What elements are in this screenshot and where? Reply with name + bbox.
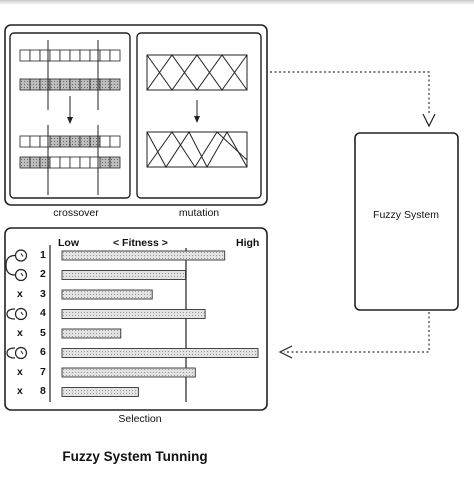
fitness-high-label: High xyxy=(236,237,260,249)
gene-cell xyxy=(69,49,81,62)
chromosome-strip xyxy=(19,49,121,62)
chromosome-strip xyxy=(19,78,121,91)
mutation-panel xyxy=(136,32,262,199)
gene-cell xyxy=(79,156,91,169)
mutation-label: mutation xyxy=(178,207,220,219)
fitness-bar xyxy=(61,367,196,378)
arrow-head-down xyxy=(422,113,436,128)
rank-number: 6 xyxy=(40,346,46,358)
discard-mark: x xyxy=(17,287,23,300)
gene-cell xyxy=(19,135,31,148)
pairing-loop xyxy=(6,347,16,359)
reproduce-icon xyxy=(14,249,28,262)
reproduce-icon-tick xyxy=(20,350,24,355)
pairing-loop xyxy=(5,254,16,276)
crossover-panel xyxy=(9,32,131,199)
gene-cell xyxy=(79,135,91,148)
chromosome-strip xyxy=(19,135,121,148)
membership-functions-after xyxy=(146,130,248,169)
fitness-bar xyxy=(61,289,153,300)
gene-cell xyxy=(79,78,91,91)
rank-number: 8 xyxy=(40,385,46,397)
operators-box xyxy=(4,24,268,206)
crossover-label: crossover xyxy=(53,207,99,219)
rank-number: 5 xyxy=(40,326,46,339)
gene-cell xyxy=(79,49,91,62)
rank-number: 4 xyxy=(40,307,46,319)
gene-cell xyxy=(19,156,31,169)
gene-cell xyxy=(49,49,61,62)
gene-cell xyxy=(19,78,31,91)
fuzzy-system-label: Fuzzy System xyxy=(373,209,439,221)
reproduce-icon xyxy=(14,268,28,282)
gene-cell xyxy=(29,156,41,169)
gene-cell xyxy=(99,156,111,169)
discard-mark: x xyxy=(17,365,23,378)
gene-cell xyxy=(99,49,111,62)
crossover-arrow-head xyxy=(67,117,73,124)
fuzzy-system-box xyxy=(354,132,459,311)
mutation-arrow-head xyxy=(194,116,200,123)
chromosome-strip xyxy=(19,156,121,169)
reproduce-icon-tick xyxy=(20,253,24,257)
gene-cell xyxy=(109,49,121,62)
selection-panel xyxy=(4,227,268,411)
reproduce-icon xyxy=(14,307,28,321)
arrow-operators-to-fuzzy xyxy=(270,71,430,114)
gene-cell xyxy=(29,49,41,62)
gene-cell xyxy=(69,156,81,169)
fitness-bar xyxy=(61,250,226,261)
selection-rows xyxy=(61,250,259,397)
gene-cell xyxy=(59,156,71,169)
gene-cell xyxy=(59,49,71,62)
selection-label: Selection xyxy=(118,413,162,425)
arrow-fuzzy-to-selection xyxy=(284,312,430,353)
fitness-bar xyxy=(61,348,259,358)
gene-cell xyxy=(59,78,71,91)
top-edge xyxy=(0,0,474,5)
gene-cell xyxy=(109,78,121,91)
gene-cell xyxy=(99,135,111,148)
gene-cell xyxy=(99,78,111,91)
gene-cell xyxy=(49,78,61,91)
diagram-caption: Fuzzy System Tunning xyxy=(62,449,208,464)
fitness-label: < Fitness > xyxy=(113,237,168,249)
fitness-bar xyxy=(61,387,139,397)
fitness-bar xyxy=(61,328,122,339)
discard-mark: x xyxy=(17,385,23,397)
arrow-head-left xyxy=(278,345,293,359)
rank-number: 3 xyxy=(40,287,46,300)
membership-functions-before xyxy=(146,54,248,91)
reproduce-icon xyxy=(14,346,28,360)
fitness-bar xyxy=(61,309,206,319)
crossover-chromosomes xyxy=(19,49,121,169)
rank-number: 2 xyxy=(40,268,46,280)
pairing-loop xyxy=(6,308,16,320)
gene-cell xyxy=(109,135,121,148)
gene-cell xyxy=(49,156,61,169)
gene-cell xyxy=(29,78,41,91)
gene-cell xyxy=(69,135,81,148)
selection-markers xyxy=(5,249,28,360)
rank-number: 1 xyxy=(40,248,46,261)
gene-cell xyxy=(69,78,81,91)
gene-cell xyxy=(59,135,71,148)
gene-cell xyxy=(109,156,121,169)
discard-mark: x xyxy=(17,326,23,339)
reproduce-icon-tick xyxy=(20,272,24,277)
gene-cell xyxy=(29,135,41,148)
fitness-low-label: Low xyxy=(58,237,79,249)
fitness-bar xyxy=(61,270,186,280)
gene-cell xyxy=(49,135,61,148)
reproduce-icon-tick xyxy=(20,311,24,316)
rank-number: 7 xyxy=(40,365,46,378)
gene-cell xyxy=(19,49,31,62)
